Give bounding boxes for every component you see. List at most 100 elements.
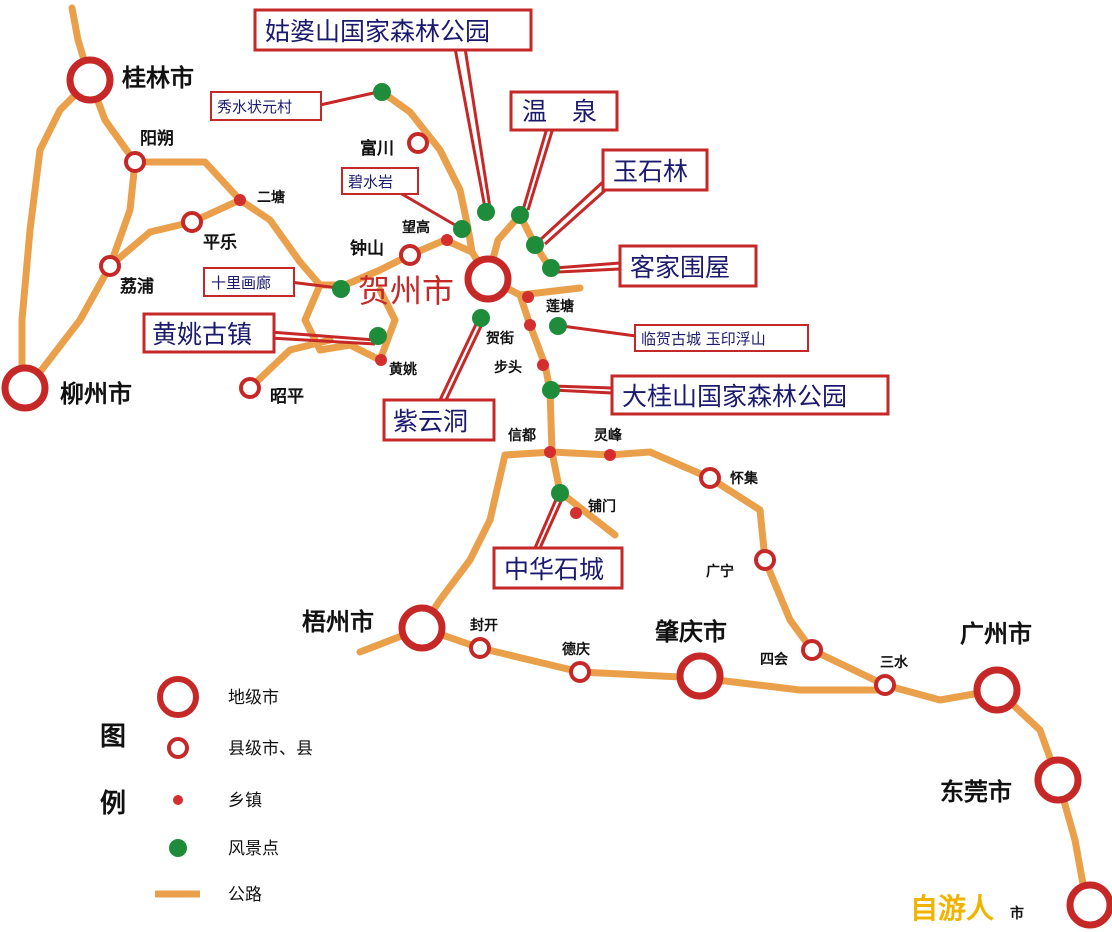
county-label-deqing[interactable]: 德庆 (562, 641, 590, 658)
scenic-huangyao-dot[interactable] (369, 327, 387, 345)
town-xindu[interactable] (544, 446, 556, 458)
leader-huangyao-2 (269, 336, 376, 346)
town-label-wanggao[interactable]: 望高 (402, 219, 430, 236)
town-butou[interactable] (537, 359, 549, 371)
city-shenzhen-partial[interactable] (1066, 881, 1112, 929)
county-lipu[interactable] (99, 255, 121, 277)
label-bishui[interactable]: 碧水岩 (348, 173, 393, 191)
county-sihui[interactable] (801, 639, 823, 661)
town-label-xindu[interactable]: 信都 (508, 427, 536, 444)
leader-kejia (554, 261, 621, 270)
town-label-pumen[interactable]: 铺门 (588, 498, 616, 515)
city-guangzhou[interactable] (973, 666, 1021, 714)
city-hezhou[interactable] (464, 255, 512, 303)
town-label-lingfeng[interactable]: 灵峰 (594, 427, 623, 444)
box-yushilin (601, 148, 709, 192)
county-label-huaiji[interactable]: 怀集 (730, 470, 759, 487)
leader-zhonghua (533, 494, 560, 549)
center-label[interactable]: 贺州市 (358, 272, 454, 310)
county-pingle[interactable] (181, 211, 203, 233)
scenic-linhe-dot[interactable] (549, 317, 567, 335)
county-fuchuan[interactable] (407, 132, 429, 154)
label-huangyao[interactable]: 黄姚古镇 (152, 320, 252, 349)
leader-linhe (561, 324, 637, 338)
county-label-fengkai[interactable]: 封开 (470, 617, 498, 634)
legend-title-1: 图 (100, 722, 126, 752)
box-zhonghua (492, 546, 624, 590)
county-yangshuo[interactable] (124, 151, 146, 173)
legend-county-label: 县级市、县 (228, 739, 313, 759)
scenic-dagui-dot[interactable] (542, 381, 560, 399)
county-label-yangshuo[interactable]: 阳朔 (140, 128, 174, 149)
city-label-guilin[interactable]: 桂林市 (122, 63, 194, 92)
label-zhonghua[interactable]: 中华石城 (504, 555, 604, 584)
leader-shili (289, 280, 339, 290)
label-ziyun[interactable]: 紫云洞 (393, 407, 468, 436)
county-huaiji[interactable] (699, 467, 721, 489)
scenic-wenquan-dot[interactable] (511, 206, 529, 224)
scenic-kejia-dot[interactable] (542, 259, 560, 277)
county-label-sihui[interactable]: 四会 (760, 651, 789, 668)
city-dongguan[interactable] (1034, 756, 1082, 804)
road-yangshuo-ertang (131, 158, 244, 204)
leader-wenquan-2 (526, 127, 555, 211)
city-label-dongguan[interactable]: 东莞市 (940, 777, 1012, 806)
town-wanggao[interactable] (441, 234, 453, 246)
county-fengkai[interactable] (469, 637, 491, 659)
county-label-zhongshan[interactable]: 钟山 (350, 238, 384, 259)
county-label-zhaoping[interactable]: 昭平 (270, 387, 304, 407)
town-ertang[interactable] (234, 194, 246, 206)
box-wenquan (509, 90, 619, 132)
scenic-zhonghua-dot[interactable] (551, 484, 569, 502)
town-label-hejie[interactable]: 贺街 (485, 330, 514, 347)
county-sanshui[interactable] (874, 674, 896, 696)
scenic-bishui-dot[interactable] (453, 220, 471, 238)
city-label-wuzhou[interactable]: 梧州市 (302, 607, 374, 636)
county-zhongshan[interactable] (399, 244, 421, 266)
town-huangyao[interactable] (375, 354, 387, 366)
label-kejia[interactable]: 客家围屋 (630, 253, 730, 282)
city-label-liuzhou[interactable]: 柳州市 (60, 379, 132, 408)
legend-title-2: 例 (100, 789, 126, 819)
county-label-lipu[interactable]: 荔浦 (119, 276, 154, 297)
box-linhe (634, 324, 809, 352)
label-linhe[interactable]: 临贺古城 玉印浮山 (641, 330, 766, 348)
county-zhaoping[interactable] (239, 377, 261, 399)
town-lingfeng[interactable] (604, 449, 616, 461)
label-wenquan[interactable]: 温 泉 (522, 97, 597, 126)
town-hejie[interactable] (524, 319, 536, 331)
road-ertang-hezhou (236, 196, 492, 289)
town-label-ertang[interactable]: 二塘 (257, 189, 285, 206)
town-pumen[interactable] (570, 507, 582, 519)
town-liantang[interactable] (522, 291, 534, 303)
town-label-liantang[interactable]: 莲塘 (546, 298, 574, 315)
county-label-fuchuan[interactable]: 富川 (360, 138, 394, 159)
label-yushilin[interactable]: 玉石林 (613, 157, 688, 186)
county-label-guangning[interactable]: 广宁 (706, 563, 734, 580)
county-label-sanshui[interactable]: 三水 (880, 654, 909, 671)
leader-kejia-2 (557, 267, 621, 274)
scenic-yushilin-dot[interactable] (526, 236, 544, 254)
label-dagui[interactable]: 大桂山国家森林公园 (622, 382, 847, 411)
county-deqing[interactable] (569, 661, 591, 683)
scenic-xiushui-dot[interactable] (373, 83, 391, 101)
legend-road-label: 公路 (228, 885, 262, 905)
towns (234, 194, 616, 519)
label-gupo[interactable]: 姑婆山国家森林公园 (265, 17, 490, 46)
city-zhaoqing[interactable] (676, 652, 724, 700)
label-xiushui[interactable]: 秀水状元村 (217, 98, 292, 116)
town-label-butou[interactable]: 步头 (494, 359, 522, 376)
city-liuzhou[interactable] (1, 364, 49, 412)
county-guangning[interactable] (754, 549, 776, 571)
county-label-pingle[interactable]: 平乐 (203, 233, 237, 253)
label-shili[interactable]: 十里画廊 (211, 274, 271, 292)
scenic-ziyun-dot[interactable] (472, 309, 490, 327)
scenic-gupo-dot[interactable] (477, 203, 495, 221)
city-label-guangzhou[interactable]: 广州市 (960, 619, 1032, 648)
scenic-shili-dot[interactable] (332, 280, 350, 298)
town-label-huangyao[interactable]: 黄姚 (389, 361, 417, 378)
city-guilin[interactable] (66, 56, 114, 104)
city-wuzhou[interactable] (398, 604, 446, 652)
city-label-zhaoqing[interactable]: 肇庆市 (655, 617, 727, 646)
legend-scenic-label: 风景点 (228, 839, 279, 859)
